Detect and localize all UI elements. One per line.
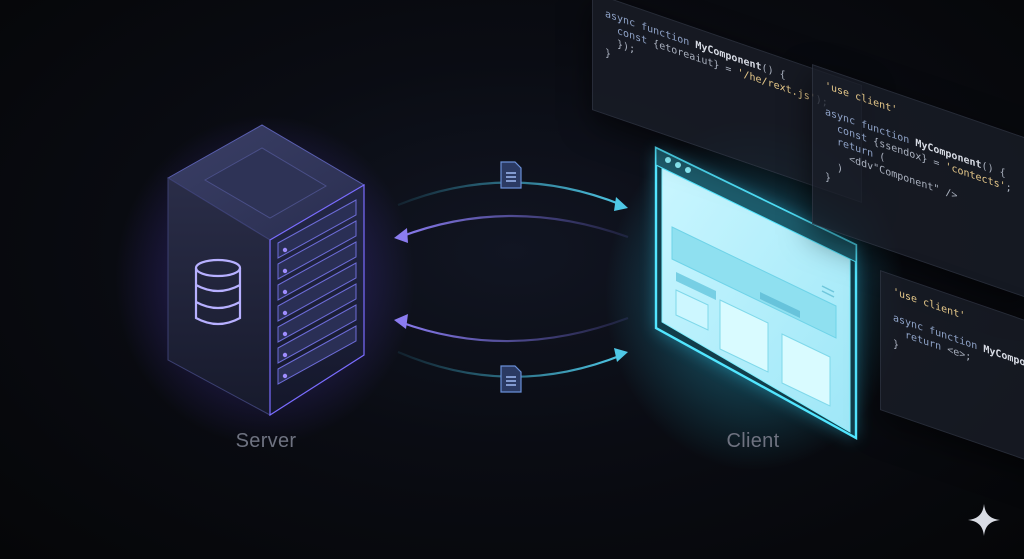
database-icon [194,258,242,326]
code-token: ; [1005,181,1012,195]
document-icon [500,161,522,189]
code-token: } [605,47,612,61]
server-rack [167,124,365,417]
arrow-to-server-lower [399,316,629,343]
request-response-arrows [394,161,629,393]
server-drive-bays [277,199,357,385]
server-label: Server [235,430,297,452]
arrowhead-lower-left [394,314,408,329]
code-token: } [825,171,832,185]
arrowhead-upper-left [394,228,408,243]
code-token: } [893,338,900,352]
arrowhead-top-right [614,197,628,211]
arrowhead-bottom-right [614,348,628,362]
document-icon [500,365,522,393]
sparkle-icon [968,504,1000,536]
client-label: Client [726,430,780,452]
client-browser-window [654,146,858,441]
code-token: ( [879,151,886,165]
arrow-to-server-upper [399,214,629,239]
